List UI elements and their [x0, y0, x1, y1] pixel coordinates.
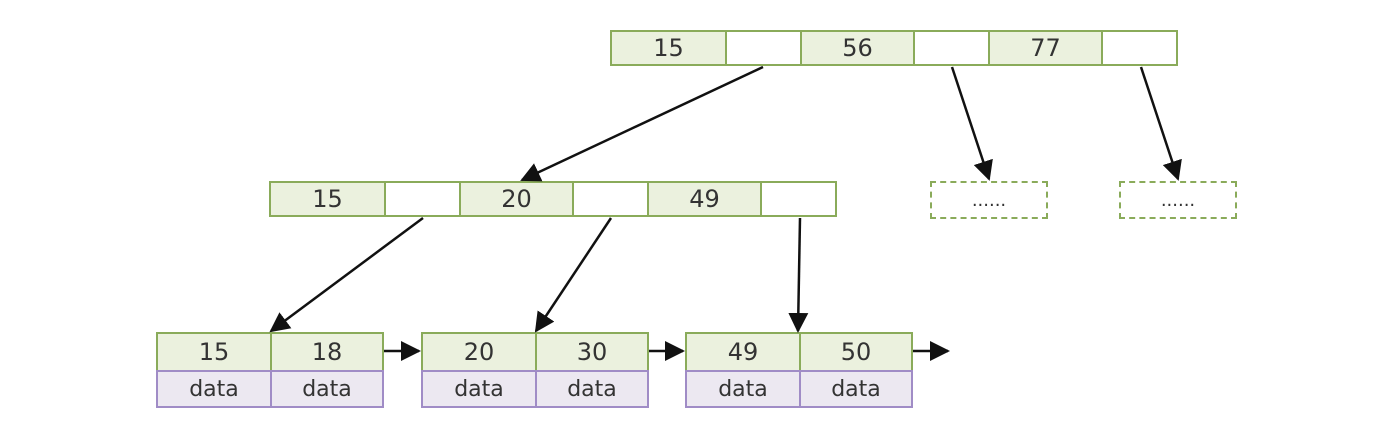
leaf-data-row: data data [685, 370, 913, 408]
leaf-keys-row: 49 50 [685, 332, 913, 370]
arrow-internal-to-leaf-2 [534, 217, 613, 333]
internal-key-1: 15 [271, 183, 384, 215]
leaf-key: 20 [423, 334, 535, 370]
root-key-1: 15 [612, 32, 725, 64]
leaf-data: data [535, 372, 647, 406]
leaf-key: 50 [799, 334, 911, 370]
leaf-key: 15 [158, 334, 270, 370]
leaf-data: data [270, 372, 382, 406]
leaf-node-1: 15 18 data data [156, 332, 384, 408]
placeholder-node-2: ...... [1119, 181, 1237, 219]
leaf-data: data [423, 372, 535, 406]
leaf-data: data [687, 372, 799, 406]
arrow-root-to-placeholder-2 [1139, 66, 1182, 181]
arrow-root-to-placeholder-1 [950, 66, 993, 181]
internal-key-3: 49 [647, 183, 760, 215]
internal-pointer-2 [572, 183, 647, 215]
placeholder-node-1: ...... [930, 181, 1048, 219]
leaf-keys-row: 15 18 [156, 332, 384, 370]
root-pointer-2 [913, 32, 988, 64]
leaf-key: 18 [270, 334, 382, 370]
leaf-key: 30 [535, 334, 647, 370]
leaf-node-3: 49 50 data data [685, 332, 913, 408]
leaf-node-2: 20 30 data data [421, 332, 649, 408]
leaf-data: data [799, 372, 911, 406]
arrow-internal-to-leaf-3 [788, 217, 809, 333]
leaf-data-row: data data [421, 370, 649, 408]
root-node: 15 56 77 [610, 30, 1178, 66]
root-key-2: 56 [800, 32, 913, 64]
arrow-internal-to-leaf-1 [269, 216, 424, 333]
arrow-root-to-internal [520, 65, 764, 182]
root-pointer-3 [1101, 32, 1176, 64]
leaf-key: 49 [687, 334, 799, 370]
root-key-3: 77 [988, 32, 1101, 64]
internal-key-2: 20 [459, 183, 572, 215]
leaf-data-row: data data [156, 370, 384, 408]
internal-node: 15 20 49 [269, 181, 837, 217]
leaf-data: data [158, 372, 270, 406]
leaf-keys-row: 20 30 [421, 332, 649, 370]
internal-pointer-3 [760, 183, 835, 215]
root-pointer-1 [725, 32, 800, 64]
internal-pointer-1 [384, 183, 459, 215]
